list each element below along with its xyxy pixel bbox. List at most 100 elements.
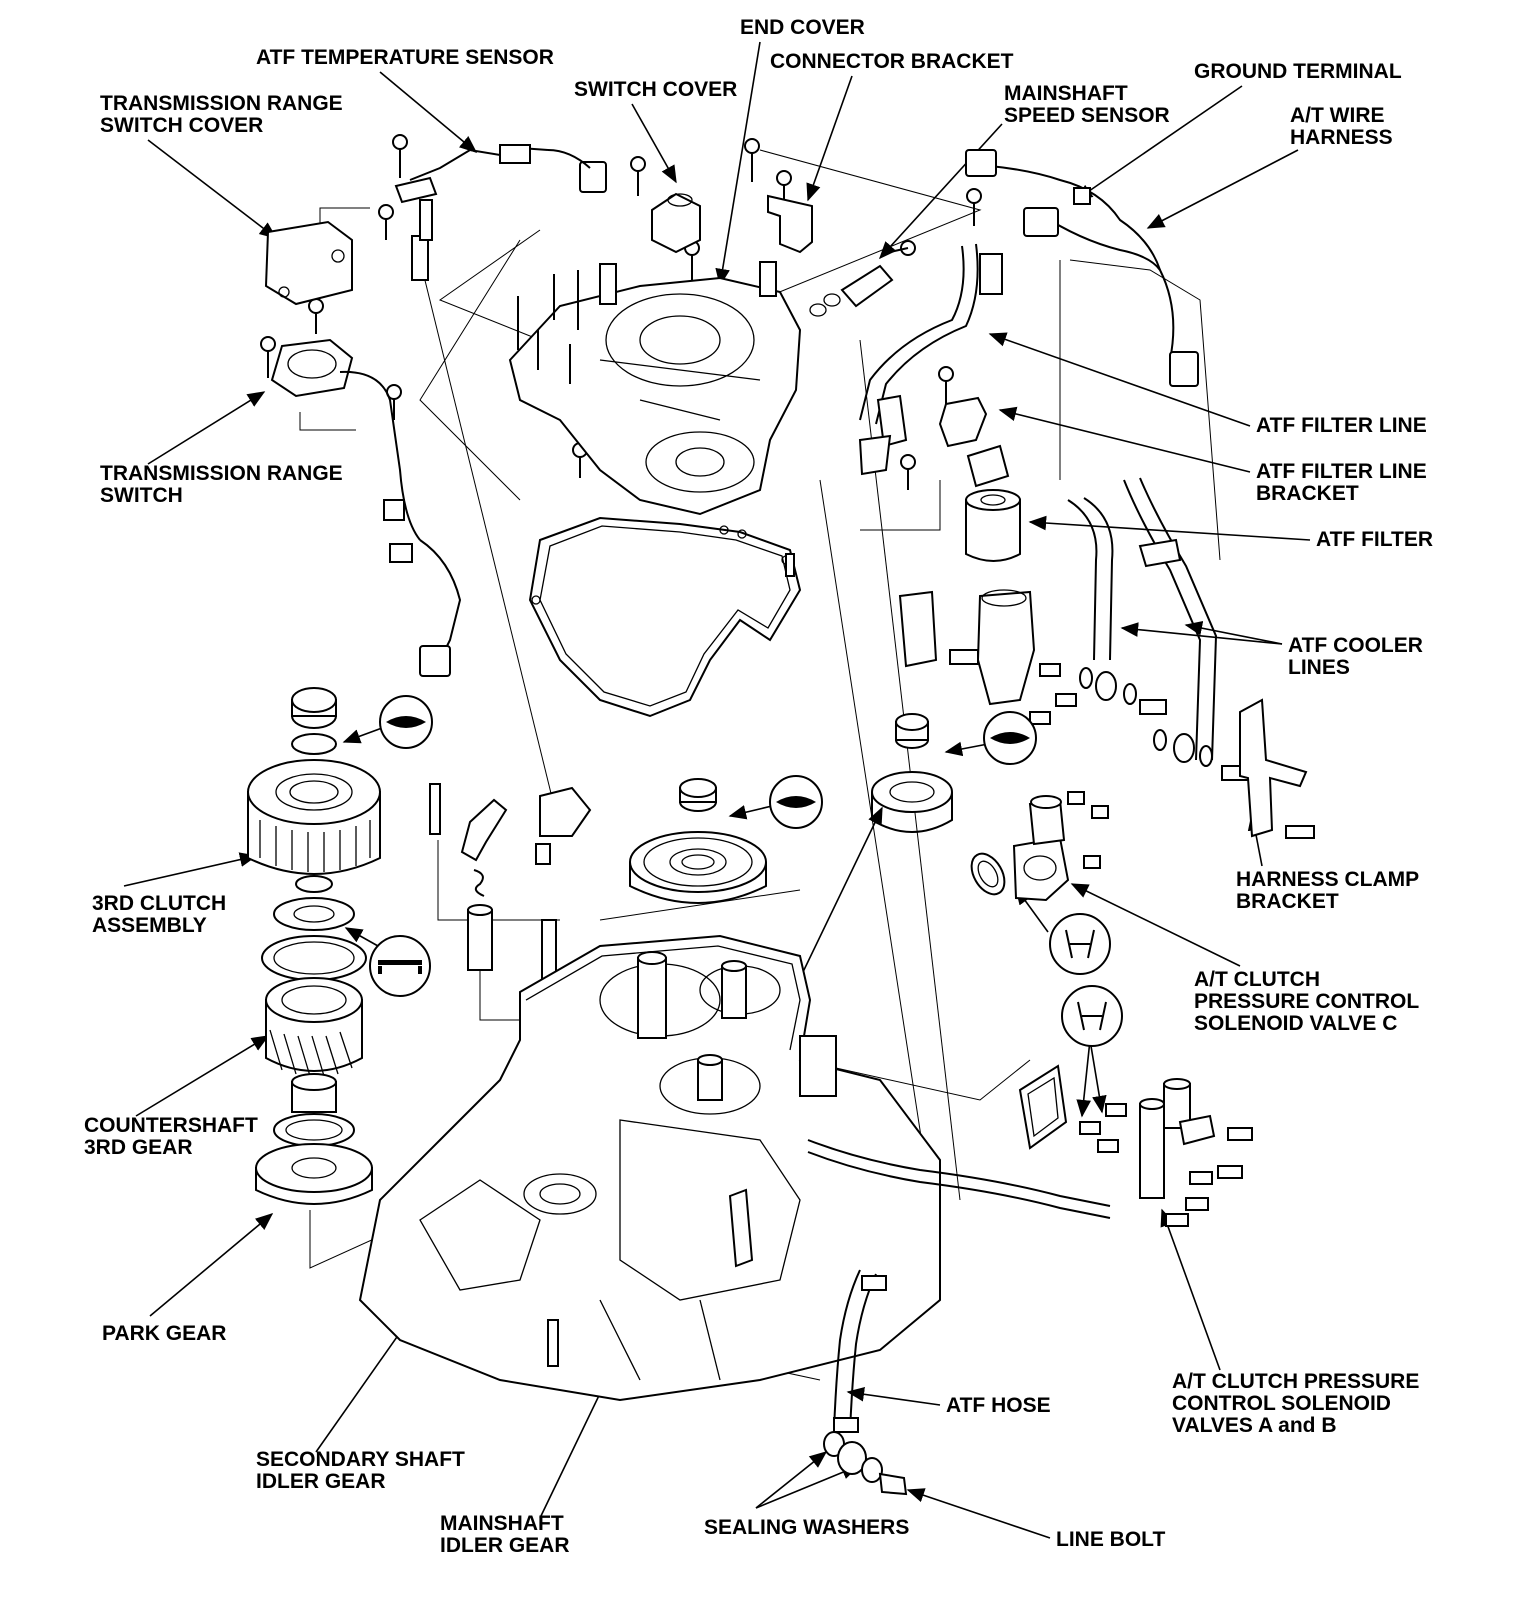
end-cover-housing [508,261,802,516]
label-mainshaft-idler-gear-2: IDLER GEAR [440,1534,570,1557]
at-wire-harness [965,149,1199,387]
leader-symbol-gasket-ab-2 [1089,1039,1107,1114]
solenoid-valves-a-b [1018,1064,1253,1227]
park-pawl-shaft [467,909,493,971]
secondary-shaft [721,965,747,1019]
label-atf-filter-line-bracket-2: BRACKET [1256,482,1359,505]
bolts-top [260,134,982,490]
bolt [260,336,276,378]
sensor-connector [579,161,607,193]
label-atf-filter-line: ATF FILTER LINE [1256,414,1427,437]
transmission-case [358,934,941,1402]
temp-sensor-plate [394,176,438,204]
label-atf-filter-line-bracket-1: ATF FILTER LINE [1256,460,1427,483]
label-ground-terminal: GROUND TERMINAL [1194,60,1402,83]
guide-gear-center [599,889,801,921]
label-transmission-range-switch-1: TRANSMISSION RANGE [100,462,343,485]
guide-center-long [859,339,961,1201]
atf-cooler-lines [1067,477,1218,761]
atf-filter-line-bracket [858,394,988,476]
washers [1079,667,1213,767]
label-at-wire-harness-2: HARNESS [1290,126,1393,149]
label-secondary-shaft-idler-gear-2: IDLER GEAR [256,1470,386,1493]
guide-range-switch [299,412,356,431]
solenoid-ab-bolts [1165,1127,1253,1227]
label-transmission-range-switch-2: SWITCH [100,484,183,507]
drum-splines [259,820,371,872]
third-clutch-assembly-stack [247,687,381,1205]
leader-atf-hose [846,1386,941,1406]
assembly-guide-lines [299,149,1221,1381]
guide-sensor [759,149,982,301]
labels: END COVER ATF TEMPERATURE SENSOR CONNECT… [84,16,1433,1557]
solenoid-c-bolts [1067,791,1109,869]
guide-pin-long [419,259,561,831]
label-atf-cooler-lines-1: ATF COOLER [1288,634,1423,657]
guide-solenoid-ab [799,1059,1031,1101]
bolt [966,188,982,226]
label-solenoid-valves-a-b-1: A/T CLUTCH PRESSURE [1172,1370,1419,1393]
leader-sealing-washers-a [755,1451,828,1509]
solenoid-ab-body [1139,1103,1165,1199]
transmission-range-switch-cover [264,220,353,306]
leader-ground-terminal [1074,85,1243,201]
line-bolt-part [878,1472,908,1496]
label-atf-temperature-sensor: ATF TEMPERATURE SENSOR [256,46,554,69]
needle-bearing [295,875,333,893]
guide-housing-left [438,229,541,341]
leader-park-gear [149,1213,274,1317]
bolt [938,366,954,404]
replace-part-icon [769,775,823,829]
leader-mainshaft-speed-sensor [879,123,1003,260]
spring [473,869,485,897]
ground-terminal-part [1073,187,1091,205]
park-pawl [460,798,508,862]
transmission-range-switch [270,338,462,677]
label-countershaft-3rd-gear-2: 3RD GEAR [84,1136,193,1159]
sensor-body [499,144,531,164]
bolt [889,240,916,256]
label-solenoid-valve-c-2: PRESSURE CONTROL [1194,990,1419,1013]
leader-sealing-washers-b [755,1465,860,1509]
temp-sensor-probe [411,235,429,281]
label-park-gear: PARK GEAR [102,1322,226,1345]
harness-connector-2 [1023,207,1059,237]
label-atf-cooler-lines-2: LINES [1288,656,1350,679]
switch-cover [651,192,701,254]
leader-atf-filter [1028,515,1311,541]
symbol-icons [369,695,1123,1047]
park-lever-parts [429,783,592,991]
label-harness-clamp-bracket-1: HARNESS CLAMP [1236,868,1419,891]
filter-bracket-plate [898,590,938,668]
label-switch-cover: SWITCH COVER [574,78,737,101]
mainshaft [637,957,667,1039]
bolt [308,298,324,334]
leader-atf-cooler-lines-a [1120,622,1283,645]
label-harness-clamp-bracket-2: BRACKET [1236,890,1339,913]
leader-symbol-nut-right [944,741,989,757]
replace-part-icon [983,711,1037,765]
leader-solenoid-valves-a-b [1160,1208,1221,1371]
shift-fork [539,786,592,837]
gasket-icon [1049,913,1111,975]
leader-switch-cover [631,103,677,184]
leader-at-wire-harness [1146,149,1299,229]
label-solenoid-valve-c-3: SOLENOID VALVE C [1194,1012,1397,1035]
leader-transmission-range-switch [147,391,266,465]
label-connector-bracket: CONNECTOR BRACKET [770,50,1014,73]
guide-shift-fork [437,840,560,921]
label-atf-hose: ATF HOSE [946,1394,1051,1417]
leader-transmission-range-switch-cover [147,139,278,239]
bolt [378,204,394,240]
atf-filter [965,444,1021,562]
guide-housing-left-2 [419,239,521,501]
bolt [392,134,408,178]
harness-connector-3 [1169,351,1199,387]
harness-clamp-bracket [1239,698,1315,839]
label-transmission-range-switch-cover-2: SWITCH COVER [100,114,263,137]
guide-harness [1069,259,1221,561]
housing-stud [599,263,617,305]
leader-atf-cooler-lines-b [1184,620,1283,645]
gasket [528,516,802,718]
leader-solenoid-valve-c [1070,883,1241,967]
